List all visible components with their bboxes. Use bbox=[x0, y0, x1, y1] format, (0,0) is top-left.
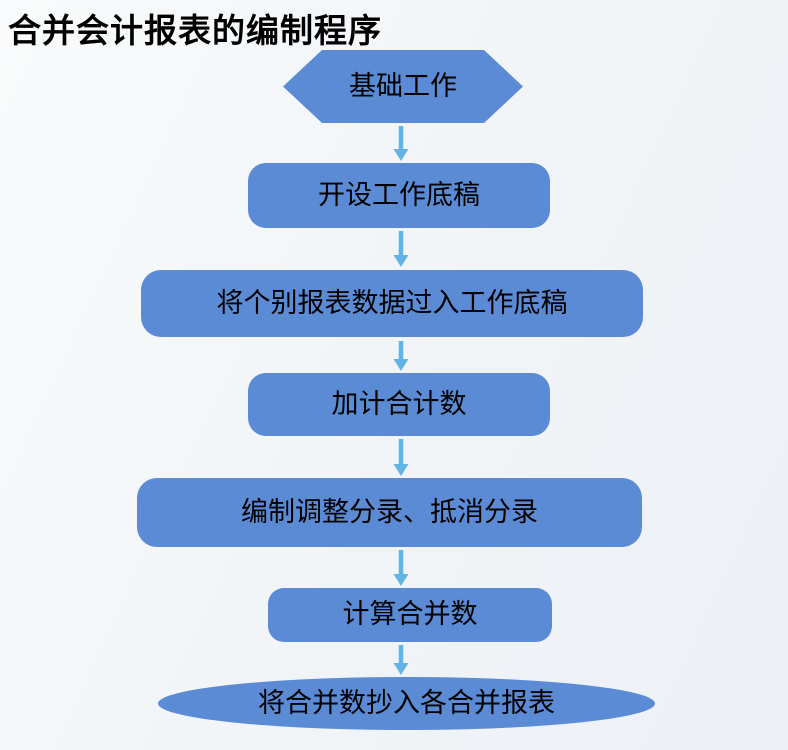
flow-step-transfer-data: 将个别报表数据过入工作底稿 bbox=[141, 270, 643, 337]
down-arrow-icon bbox=[393, 231, 409, 267]
flow-step-label: 开设工作底稿 bbox=[318, 179, 480, 210]
flow-step-label: 计算合并数 bbox=[342, 599, 478, 630]
flow-step-copy-to-reports: 将合并数抄入各合并报表 bbox=[158, 677, 655, 730]
flow-step-calc-consolidated: 计算合并数 bbox=[268, 588, 552, 642]
down-arrow-icon bbox=[393, 341, 409, 371]
flow-step-open-workpaper: 开设工作底稿 bbox=[248, 163, 550, 228]
flow-step-label: 将合并数抄入各合并报表 bbox=[258, 687, 555, 718]
flow-step-label: 基础工作 bbox=[349, 70, 457, 101]
flow-step-label: 将个别报表数据过入工作底稿 bbox=[216, 287, 568, 318]
down-arrow-icon bbox=[393, 126, 409, 161]
down-arrow-icon bbox=[393, 550, 409, 586]
flow-step-label: 加计合计数 bbox=[331, 388, 467, 419]
flow-step-label: 编制调整分录、抵消分录 bbox=[241, 496, 538, 527]
page-title: 合并会计报表的编制程序 bbox=[8, 12, 382, 49]
flow-step-sum-totals: 加计合计数 bbox=[248, 373, 550, 436]
down-arrow-icon bbox=[393, 645, 409, 675]
flow-step-adjust-entries: 编制调整分录、抵消分录 bbox=[137, 478, 642, 547]
down-arrow-icon bbox=[393, 439, 409, 476]
flow-step-foundation: 基础工作 bbox=[283, 50, 523, 123]
